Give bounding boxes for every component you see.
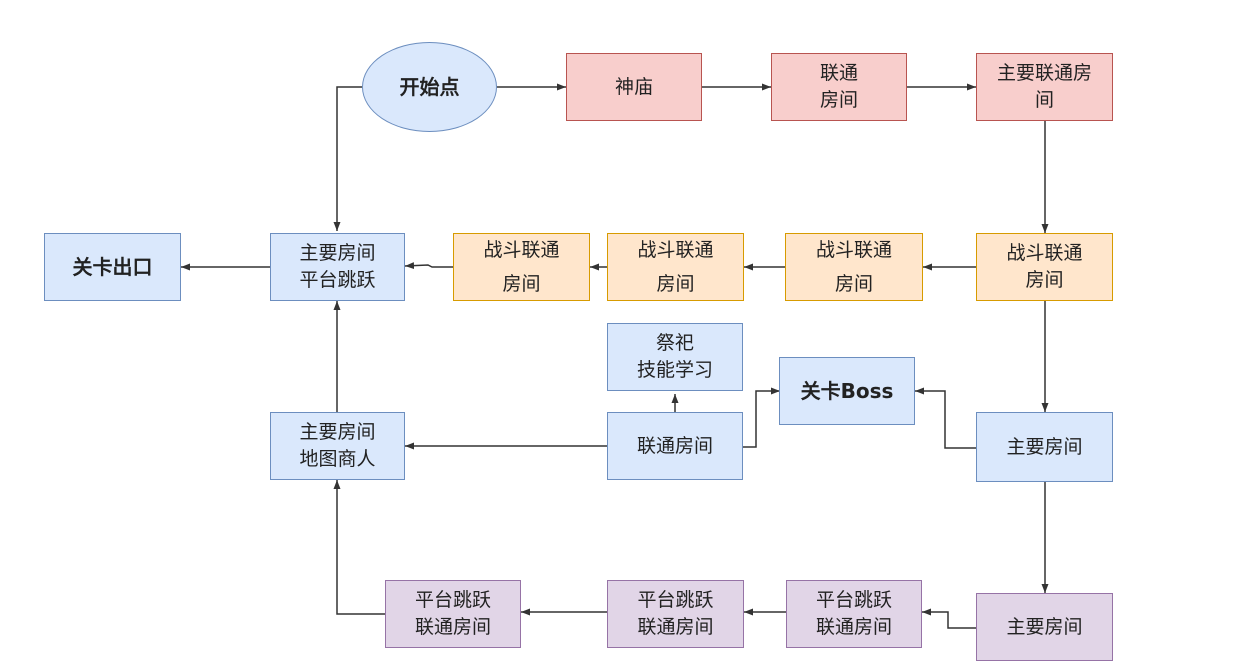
node-combat-link-1: 战斗联通 房间 bbox=[453, 233, 590, 301]
edge-mainbottom-plat3 bbox=[922, 608, 976, 629]
node-sacrifice-skill-label: 祭祀 技能学习 bbox=[636, 332, 713, 381]
edge-linkmid-boss bbox=[743, 387, 780, 448]
edge-plat1-mapmerchant bbox=[333, 480, 385, 615]
node-shrine: 神庙 bbox=[566, 53, 702, 121]
node-exit: 关卡出口 bbox=[44, 233, 181, 301]
node-combat-link-3-label: 战斗联通 房间 bbox=[815, 239, 892, 295]
node-combat-link-4: 战斗联通 房间 bbox=[976, 233, 1113, 301]
node-combat-link-2-label: 战斗联通 房间 bbox=[637, 239, 714, 295]
node-link-room-mid-label: 联通房间 bbox=[636, 434, 713, 457]
edge-mainmid-boss bbox=[915, 387, 976, 449]
node-main-room-bottom-label: 主要房间 bbox=[1006, 615, 1083, 638]
node-main-room-mid: 主要房间 bbox=[976, 412, 1113, 482]
node-link-room-top-label: 联通 房间 bbox=[819, 62, 858, 111]
node-platform-link-2: 平台跳跃 联通房间 bbox=[607, 580, 744, 648]
node-main-link-room-top-label: 主要联通房 间 bbox=[996, 62, 1092, 111]
node-platform-link-1-label: 平台跳跃 联通房间 bbox=[414, 589, 491, 638]
node-platform-link-3: 平台跳跃 联通房间 bbox=[786, 580, 922, 648]
edge-start-mainplatform bbox=[333, 86, 362, 231]
node-platform-link-3-label: 平台跳跃 联通房间 bbox=[815, 589, 892, 638]
node-main-room-mid-label: 主要房间 bbox=[1006, 435, 1083, 458]
node-platform-link-2-label: 平台跳跃 联通房间 bbox=[637, 589, 714, 638]
node-main-room-map-merchant-label: 主要房间 地图商人 bbox=[299, 421, 376, 470]
edge-combat1-mainplatform bbox=[404, 262, 453, 270]
node-boss-label: 关卡Boss bbox=[800, 378, 894, 403]
node-main-room-platform-label: 主要房间 平台跳跃 bbox=[299, 242, 376, 291]
node-combat-link-2: 战斗联通 房间 bbox=[607, 233, 744, 301]
node-main-link-room-top: 主要联通房 间 bbox=[976, 53, 1113, 121]
node-start: 开始点 bbox=[362, 42, 497, 132]
node-platform-link-1: 平台跳跃 联通房间 bbox=[385, 580, 521, 648]
node-shrine-label: 神庙 bbox=[614, 75, 653, 98]
node-main-room-bottom: 主要房间 bbox=[976, 593, 1113, 661]
node-sacrifice-skill: 祭祀 技能学习 bbox=[607, 323, 743, 391]
node-link-room-top: 联通 房间 bbox=[771, 53, 907, 121]
node-boss: 关卡Boss bbox=[779, 357, 915, 425]
node-combat-link-3: 战斗联通 房间 bbox=[785, 233, 923, 301]
node-exit-label: 关卡出口 bbox=[72, 254, 153, 279]
node-combat-link-1-label: 战斗联通 房间 bbox=[483, 239, 560, 295]
node-link-room-mid: 联通房间 bbox=[607, 412, 743, 480]
node-main-room-map-merchant: 主要房间 地图商人 bbox=[270, 412, 405, 480]
node-main-room-platform: 主要房间 平台跳跃 bbox=[270, 233, 405, 301]
node-combat-link-4-label: 战斗联通 房间 bbox=[1006, 242, 1083, 291]
node-start-label: 开始点 bbox=[399, 74, 460, 99]
